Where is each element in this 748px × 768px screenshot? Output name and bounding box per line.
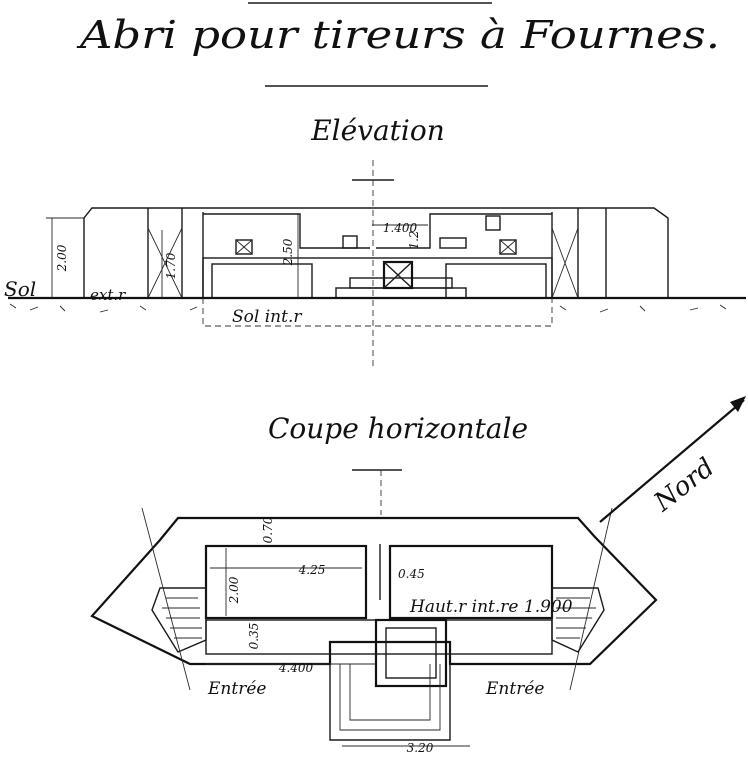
plan-room-left (204, 544, 368, 620)
plan-trench-outer (329, 664, 451, 741)
label-sol: Sol (4, 277, 36, 301)
label-ext: ext.r (90, 286, 126, 304)
plan-central-stair (374, 618, 448, 688)
elevation-window (235, 239, 253, 255)
elevation-step (349, 277, 453, 289)
label-sol-int: Sol int.r (232, 307, 302, 327)
dim-center-height: 2.50 (281, 238, 295, 266)
plan-stair-left (151, 587, 207, 653)
elevation-roof-left (203, 213, 370, 249)
dim-wall-bottom: 0.35 (247, 623, 261, 650)
drawing-title: Abri pour tireurs à Fournes. (76, 13, 720, 57)
plan-entrance-right: Entrée (485, 679, 544, 699)
dim-room-depth: 2.00 (227, 576, 241, 604)
plan-stair-inner (385, 627, 437, 679)
elevation-door (382, 260, 414, 290)
plan-trench-inner (339, 664, 441, 731)
elevation-side-opening-left (147, 227, 183, 299)
elevation-roof-right (376, 213, 552, 249)
dim-wall-gap: 0.45 (398, 567, 425, 581)
elevation-loophole (342, 235, 358, 249)
elevation-side-opening-right (551, 227, 579, 299)
elevation-outline (83, 207, 669, 298)
elevation-chamber-right (445, 263, 547, 299)
plan-height-note: Haut.r int.re 1.900 (409, 597, 573, 617)
dim-outer-width: 4.400 (278, 661, 314, 675)
north-label: Nord (648, 452, 720, 518)
dim-room-width: 4.25 (298, 563, 326, 577)
elevation-chamber-left (211, 263, 313, 299)
north-arrow-icon (599, 396, 746, 523)
plan-room-right (388, 544, 554, 620)
plan-wing-line (569, 507, 613, 691)
plan-entrance-left: Entrée (207, 679, 266, 699)
elevation-heading: Elévation (310, 114, 445, 147)
dim-top-width: 1.400 (383, 221, 418, 235)
plan-outer-wall (90, 516, 658, 666)
elevation-view: 2.00 1.70 2.50 1.400 1.2 Sol ext.r Sol i… (4, 160, 746, 370)
elevation-window (499, 239, 517, 255)
plan-stair-right (551, 587, 605, 653)
elevation-loophole (439, 237, 467, 249)
interior-floor-line (202, 298, 553, 327)
elevation-loophole (485, 215, 501, 231)
dim-stair-width: 3.20 (407, 741, 434, 755)
dim-inner-height: 1.70 (164, 252, 178, 279)
plan-view: 4.25 0.45 2.00 0.70 0.35 4.400 3.20 Haut… (90, 396, 746, 755)
dim-right-height: 1.2 (407, 230, 421, 249)
dim-wall-top: 0.70 (261, 516, 275, 543)
plan-heading: Coupe horizontale (268, 412, 528, 445)
dim-outer-height: 2.00 (55, 244, 69, 272)
ground-hatching (9, 303, 727, 313)
plan-wing-line (141, 507, 191, 691)
